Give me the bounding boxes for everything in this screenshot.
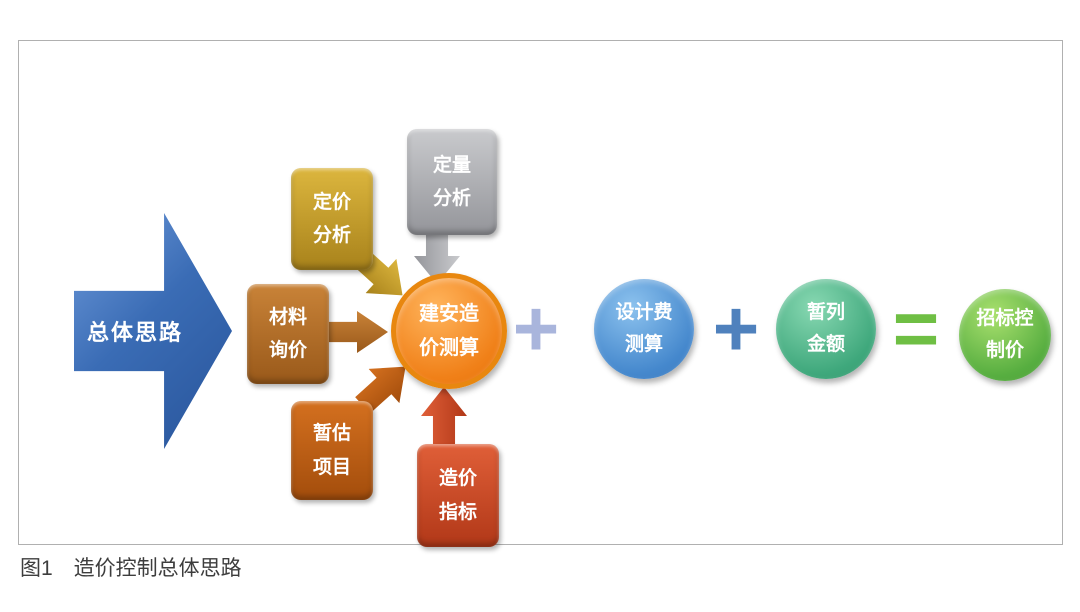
plus-operator-2: + (712, 284, 760, 373)
arrow-costindex-to-central (421, 387, 467, 445)
node-tender-control-price: 招标控 制价 (959, 289, 1051, 381)
figure-caption: 图1 造价控制总体思路 (20, 557, 242, 580)
node-provisional-items: 暂估 项目 (291, 401, 373, 500)
diagram-frame: 总体思路 定价 分析 定量 分析 材料 询价 暂估 项目 造价 指标 建安造 价… (18, 40, 1063, 547)
overall-approach-arrow: 总体思路 (74, 213, 232, 449)
overall-approach-label: 总体思路 (86, 320, 183, 345)
plus-operator-1: + (512, 284, 560, 373)
node-design-fee-estimate: 设计费 测算 (594, 279, 694, 379)
arrow-material-to-central (326, 311, 388, 353)
node-construction-cost-estimate: 建安造 价测算 (391, 273, 507, 389)
node-provisional-sum: 暂列 金额 (776, 279, 876, 379)
node-quantitative-analysis: 定量 分析 (407, 129, 497, 235)
node-material-inquiry: 材料 询价 (247, 284, 329, 384)
equals-operator: = (892, 284, 940, 373)
node-cost-index: 造价 指标 (417, 444, 499, 547)
node-pricing-analysis: 定价 分析 (291, 168, 373, 270)
